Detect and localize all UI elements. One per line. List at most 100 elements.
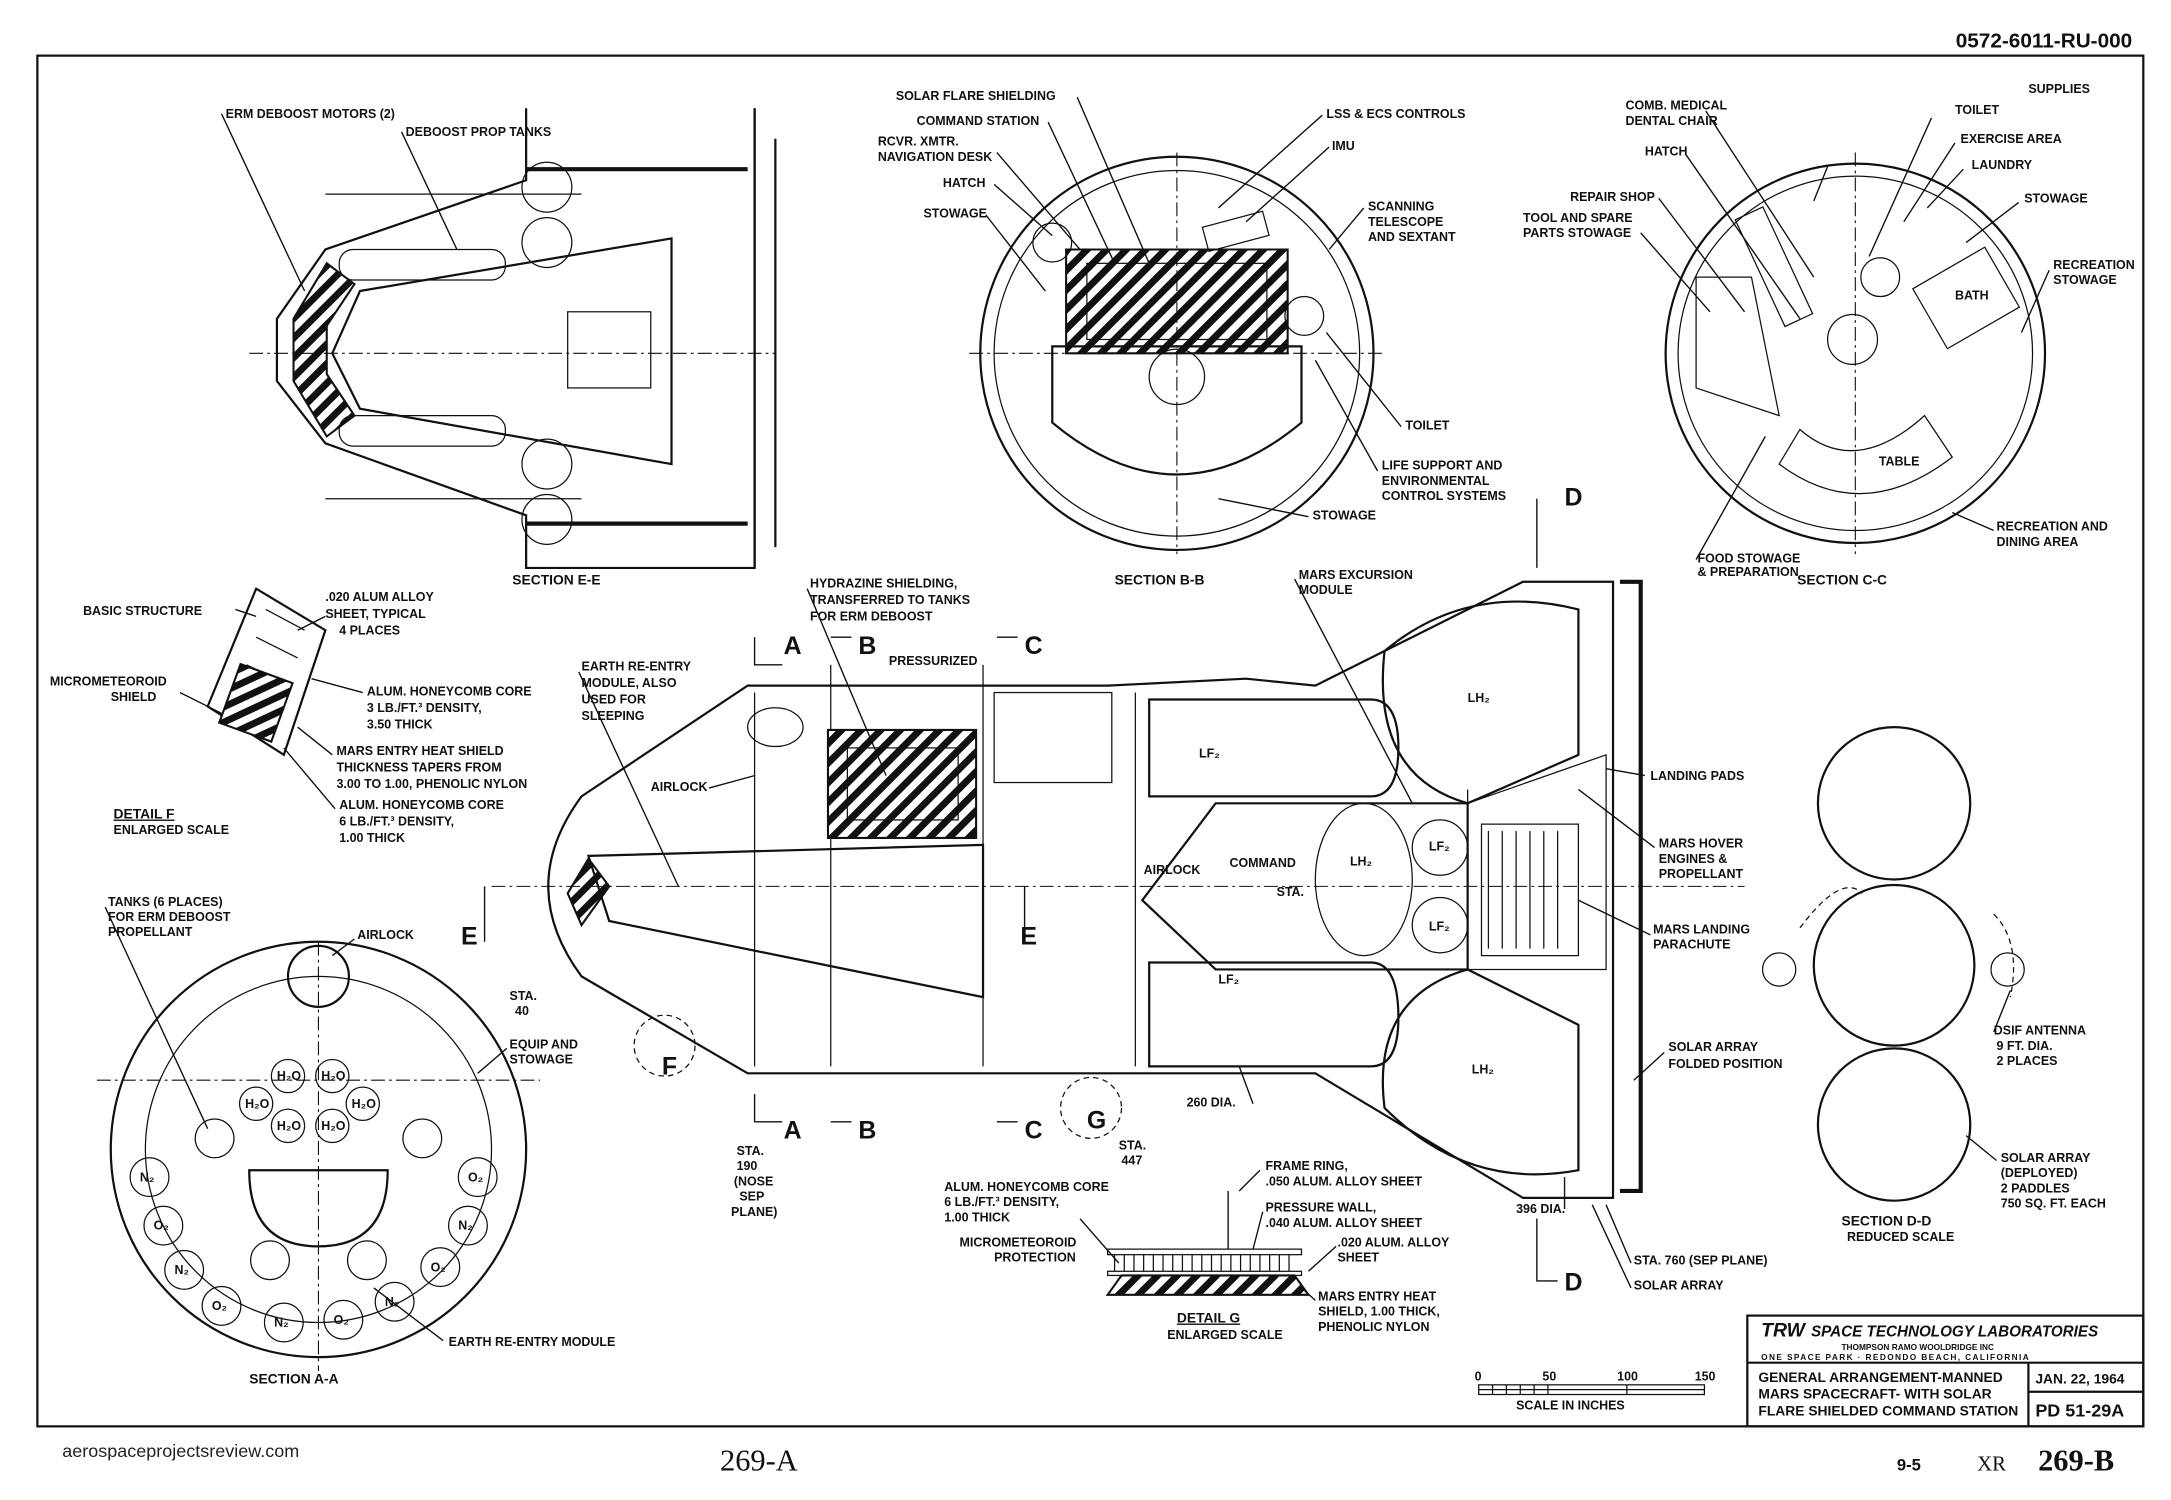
section-marker-b-bottom: B [858, 1116, 876, 1144]
detail-g-title: DETAIL G [1177, 1310, 1240, 1326]
parent-company: THOMPSON RAMO WOOLDRIDGE INC [1841, 1342, 1994, 1352]
scale-bar: 0 50 100 150 SCALE IN INCHES [1475, 1370, 1716, 1413]
scale-tick-0: 0 [1475, 1370, 1482, 1384]
svg-text:H₂O: H₂O [277, 1069, 302, 1083]
drawing-number: 0572-6011-RU-000 [1956, 29, 2133, 52]
section-a-a-title: SECTION A-A [249, 1370, 338, 1386]
detail-f-subtitle: ENLARGED SCALE [114, 823, 230, 837]
stowage-label: STOWAGE [924, 207, 987, 221]
396-dia-label: 396 DIA. [1516, 1202, 1565, 1216]
supplies-label: SUPPLIES [2028, 82, 2090, 96]
table-label: TABLE [1879, 454, 1920, 468]
lh2-tank-upper: LH₂ [1468, 691, 1490, 705]
svg-text:O₂: O₂ [334, 1313, 349, 1327]
section-marker-c-bottom: C [1025, 1116, 1043, 1144]
section-marker-c-top: C [1025, 632, 1043, 660]
section-marker-e-right: E [1020, 923, 1037, 951]
page-code: 9-5 [1897, 1456, 1921, 1475]
main-side-view: A B C A B C D D E E F G HYDRAZINE SHIELD… [461, 484, 1783, 1297]
airlock-mem-label: AIRLOCK [1144, 863, 1201, 877]
sta-label: STA. [1277, 885, 1304, 899]
food-stowage-label: FOOD STOWAGE& PREPARATION [1697, 551, 1800, 579]
section-d-d-subtitle: REDUCED SCALE [1847, 1230, 1954, 1244]
document-number: PD 51-29A [2035, 1401, 2124, 1421]
detail-f-title: DETAIL F [114, 806, 175, 822]
water-tanks: H₂O H₂O H₂O H₂O H₂O H₂O [238, 1058, 380, 1144]
landing-pads-label: LANDING PADS [1650, 769, 1744, 783]
sta-760-label: STA. 760 (SEP PLANE) [1634, 1253, 1768, 1267]
detail-marker-g: G [1087, 1107, 1106, 1135]
lf2-tank-upper: LF₂ [1199, 747, 1220, 761]
section-e-e-title: SECTION E-E [512, 572, 600, 588]
svg-text:N₂: N₂ [274, 1316, 289, 1330]
airlock-label: AIRLOCK [651, 780, 708, 794]
lf2-tank-center-upper: LF₂ [1429, 839, 1450, 853]
laundry-label: LAUNDRY [1972, 158, 2033, 172]
deboost-prop-tanks-label: DEBOOST PROP TANKS [406, 125, 552, 139]
svg-text:H₂O: H₂O [277, 1119, 302, 1133]
rcvr-label: RCVR. XMTR.NAVIGATION DESK [878, 135, 992, 164]
svg-text:N₂: N₂ [140, 1170, 155, 1184]
svg-text:H₂O: H₂O [352, 1097, 377, 1111]
solar-flare-shielding-label: SOLAR FLARE SHIELDING [896, 89, 1056, 103]
section-marker-a-bottom: A [784, 1116, 802, 1144]
svg-text:O₂: O₂ [154, 1219, 169, 1233]
scale-tick-50: 50 [1542, 1370, 1556, 1384]
company-logo: TRW [1761, 1319, 1806, 1341]
page-number-left: 269-A [720, 1444, 798, 1478]
drawing-date: JAN. 22, 1964 [2035, 1370, 2124, 1386]
bath-label: BATH [1955, 288, 1989, 302]
svg-text:O₂: O₂ [431, 1260, 446, 1274]
imu-label: IMU [1332, 139, 1355, 153]
page-number-right: 269-B [2038, 1444, 2114, 1478]
section-marker-a-top: A [784, 632, 802, 660]
basic-structure-label: BASIC STRUCTURE [83, 604, 202, 618]
toilet-label: TOILET [1955, 103, 1999, 117]
command-station-label: COMMAND STATION [917, 114, 1040, 128]
solar-array-label: SOLAR ARRAY [1634, 1278, 1724, 1292]
section-marker-b-top: B [858, 632, 876, 660]
svg-text:O₂: O₂ [468, 1170, 483, 1184]
pressure-wall-label: PRESSURE WALL,.040 ALUM. ALLOY SHEET [1265, 1201, 1422, 1230]
airlock-label: AIRLOCK [357, 928, 414, 942]
section-cut-markers [483, 498, 1558, 1282]
hatch-label: HATCH [1645, 144, 1688, 158]
scale-tick-150: 150 [1695, 1370, 1716, 1384]
lf2-tank-lower: LF₂ [1218, 972, 1239, 986]
detail-marker-f: F [662, 1053, 677, 1081]
title-block: TRW SPACE TECHNOLOGY LABORATORIES THOMPS… [1746, 1314, 2145, 1428]
pressurized-label: PRESSURIZED [889, 654, 978, 668]
exercise-area-label: EXERCISE AREA [1961, 132, 2062, 146]
section-b-b: SOLAR FLARE SHIELDING COMMAND STATION RC… [878, 89, 1506, 588]
section-e-e: ERM DEBOOST MOTORS (2) DEBOOST PROP TANK… [220, 107, 777, 588]
section-d-d-title: SECTION D-D [1841, 1213, 1931, 1229]
260-dia-label: 260 DIA. [1187, 1096, 1236, 1110]
xr-mark: XR [1977, 1454, 2006, 1476]
svg-text:N₂: N₂ [174, 1263, 189, 1277]
